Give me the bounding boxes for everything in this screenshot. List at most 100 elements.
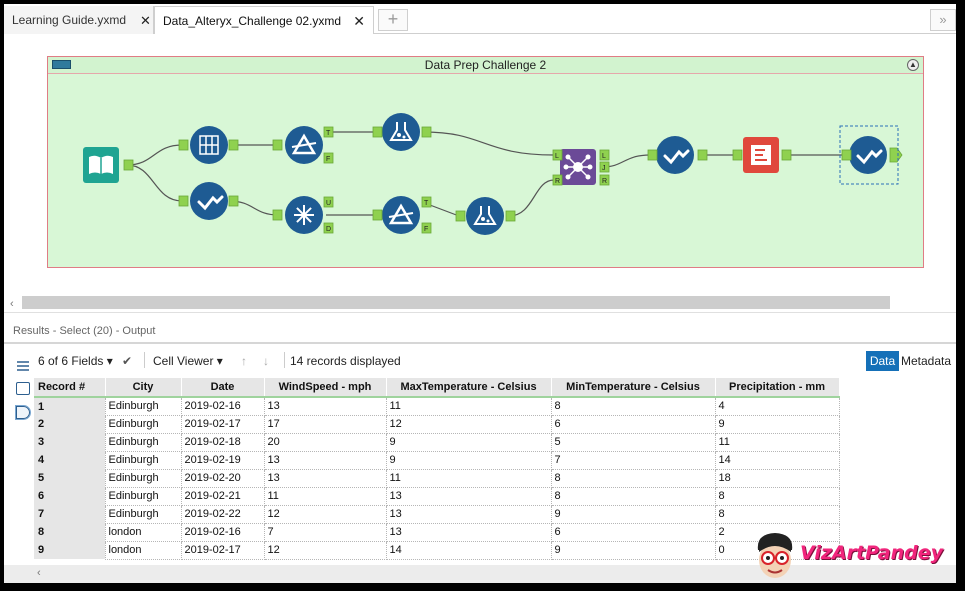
table-cell[interactable]: 17 <box>263 414 387 434</box>
tool-filter-1[interactable] <box>285 126 323 164</box>
column-header[interactable]: WindSpeed - mph <box>264 378 387 398</box>
tool-anchor[interactable]: T <box>421 196 432 208</box>
table-cell[interactable]: london <box>104 522 182 542</box>
table-cell[interactable]: 2019-02-21 <box>180 486 265 506</box>
table-cell[interactable]: Edinburgh <box>104 450 182 470</box>
tool-anchor[interactable] <box>732 149 743 161</box>
table-cell[interactable]: 14 <box>714 450 840 470</box>
table-cell[interactable]: 12 <box>385 414 552 434</box>
table-cell[interactable]: 13 <box>385 486 552 506</box>
table-cell[interactable]: 9 <box>550 504 716 524</box>
tool-select-3[interactable] <box>849 136 887 174</box>
tool-select-1[interactable] <box>190 182 228 220</box>
column-header[interactable]: City <box>105 378 182 398</box>
tool-anchor[interactable] <box>697 149 708 161</box>
record-number-cell[interactable]: 8 <box>34 523 105 541</box>
record-number-cell[interactable]: 9 <box>34 541 105 559</box>
table-cell[interactable]: 2019-02-22 <box>180 504 265 524</box>
tool-anchor[interactable] <box>228 139 239 151</box>
table-cell[interactable]: 13 <box>385 522 552 542</box>
column-header[interactable]: MaxTemperature - Celsius <box>386 378 552 398</box>
table-cell[interactable]: 2019-02-16 <box>180 522 265 542</box>
table-cell[interactable]: 2019-02-20 <box>180 468 265 488</box>
table-cell[interactable]: 9 <box>385 432 552 452</box>
tool-anchor[interactable]: L <box>599 149 610 161</box>
table-cell[interactable]: 11 <box>385 468 552 488</box>
tool-anchor[interactable] <box>178 139 189 151</box>
table-horizontal-scrollbar[interactable] <box>4 565 956 583</box>
add-tab-button[interactable]: + <box>378 9 408 31</box>
list-icon[interactable] <box>16 359 30 372</box>
table-cell[interactable]: 18 <box>714 468 840 488</box>
cell-viewer-dropdown[interactable]: Cell Viewer ▾ <box>153 354 223 368</box>
message-icon[interactable] <box>16 382 30 395</box>
table-cell[interactable]: 6 <box>550 414 716 434</box>
table-cell[interactable]: 9 <box>550 540 716 560</box>
table-cell[interactable]: Edinburgh <box>104 504 182 524</box>
table-cell[interactable]: Edinburgh <box>104 468 182 488</box>
tool-text-to-columns[interactable] <box>190 126 228 164</box>
table-cell[interactable]: 13 <box>385 504 552 524</box>
tool-anchor[interactable] <box>272 209 283 221</box>
table-cell[interactable]: 8 <box>550 396 716 416</box>
tool-select-2[interactable] <box>656 136 694 174</box>
table-cell[interactable]: Edinburgh <box>104 396 182 416</box>
tool-anchor[interactable]: F <box>421 222 432 234</box>
tool-anchor[interactable] <box>178 195 189 207</box>
scroll-left-icon[interactable]: ‹ <box>10 298 14 310</box>
record-number-cell[interactable]: 2 <box>34 415 105 433</box>
table-cell[interactable]: 14 <box>385 540 552 560</box>
record-number-cell[interactable]: 6 <box>34 487 105 505</box>
tool-anchor[interactable] <box>421 126 432 138</box>
tool-formula-2[interactable] <box>466 197 504 235</box>
collapse-icon[interactable]: ▲ <box>907 59 919 71</box>
tool-input[interactable] <box>83 147 119 183</box>
tool-anchor[interactable] <box>123 159 134 171</box>
table-cell[interactable]: 13 <box>263 468 387 488</box>
table-cell[interactable]: 12 <box>263 504 387 524</box>
table-cell[interactable]: 8 <box>550 486 716 506</box>
table-cell[interactable]: Edinburgh <box>104 486 182 506</box>
table-cell[interactable]: 13 <box>263 396 387 416</box>
table-cell[interactable]: 4 <box>714 396 840 416</box>
table-cell[interactable]: 2019-02-17 <box>180 414 265 434</box>
record-number-cell[interactable]: 3 <box>34 433 105 451</box>
tool-anchor[interactable] <box>372 209 383 221</box>
table-cell[interactable]: Edinburgh <box>104 432 182 452</box>
table-cell[interactable]: 2019-02-18 <box>180 432 265 452</box>
tool-anchor[interactable]: T <box>323 126 334 138</box>
record-number-cell[interactable]: 7 <box>34 505 105 523</box>
tab-overflow-button[interactable]: » <box>930 9 956 31</box>
tool-anchor[interactable]: J <box>599 161 610 173</box>
tab-challenge-02[interactable]: Data_Alteryx_Challenge 02.yxmd ✕ <box>154 6 374 34</box>
apply-check-icon[interactable]: ✔ <box>122 354 133 368</box>
record-number-cell[interactable]: 4 <box>34 451 105 469</box>
table-cell[interactable]: 8 <box>550 468 716 488</box>
column-header[interactable]: Record # <box>34 378 106 398</box>
output-anchor[interactable] <box>889 147 903 163</box>
table-cell[interactable]: 7 <box>550 450 716 470</box>
table-cell[interactable]: 5 <box>550 432 716 452</box>
tool-anchor[interactable] <box>841 149 852 161</box>
table-cell[interactable]: 11 <box>714 432 840 452</box>
table-cell[interactable]: 7 <box>263 522 387 542</box>
container-toggle-switch[interactable] <box>52 60 71 69</box>
tool-anchor[interactable]: L <box>552 149 563 161</box>
tab-learning-guide[interactable]: Learning Guide.yxmd <box>4 6 154 34</box>
column-header[interactable]: Precipitation - mm <box>715 378 840 398</box>
table-cell[interactable]: 11 <box>385 396 552 416</box>
tool-unique[interactable] <box>285 196 323 234</box>
table-cell[interactable]: 2019-02-17 <box>180 540 265 560</box>
close-icon[interactable]: ✕ <box>140 13 151 28</box>
tool-anchor[interactable] <box>372 126 383 138</box>
tool-filter-2[interactable] <box>382 196 420 234</box>
table-cell[interactable]: london <box>104 540 182 560</box>
table-cell[interactable]: 9 <box>714 414 840 434</box>
record-number-cell[interactable]: 1 <box>34 397 105 415</box>
